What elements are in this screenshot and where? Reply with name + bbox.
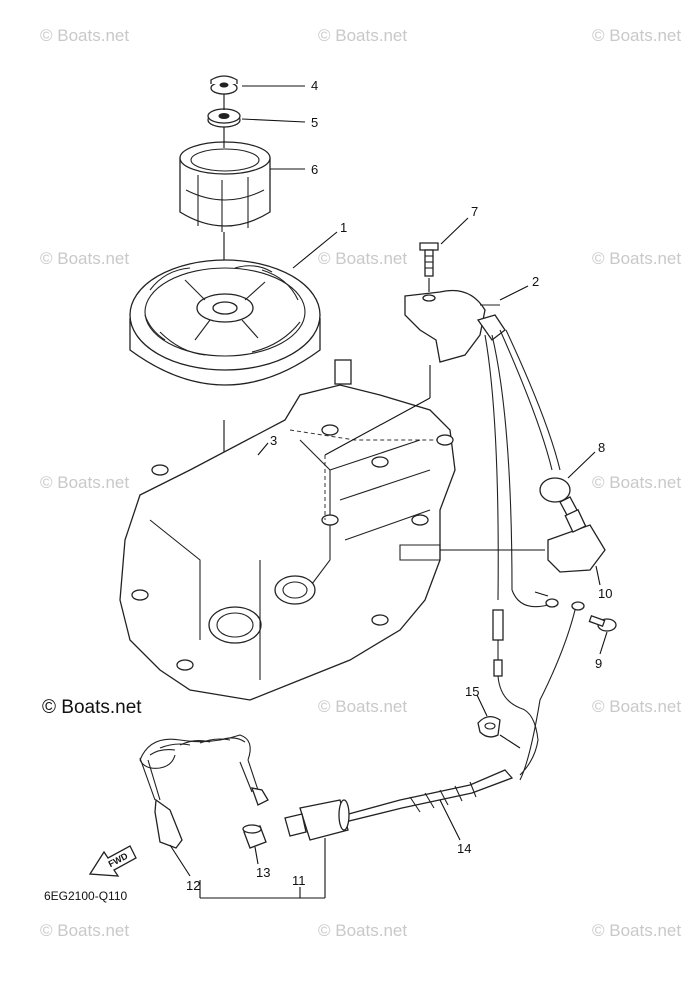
watermark: © Boats.net bbox=[592, 473, 682, 492]
part-2-ignition-coil[interactable] bbox=[404, 289, 506, 363]
watermark: © Boats.net bbox=[592, 921, 682, 940]
callout-4: 4 bbox=[311, 78, 318, 93]
part-15-clamp[interactable] bbox=[477, 716, 501, 738]
part-4-nut[interactable] bbox=[210, 75, 238, 95]
callout-10: 10 bbox=[598, 586, 612, 601]
part-7-bolt[interactable] bbox=[419, 242, 439, 277]
callout-2: 2 bbox=[532, 274, 539, 289]
watermark: © Boats.net bbox=[592, 249, 682, 268]
watermark: © Boats.net bbox=[592, 26, 682, 45]
callout-3: 3 bbox=[270, 433, 277, 448]
stop-switch bbox=[284, 799, 350, 841]
callout-6: 6 bbox=[311, 162, 318, 177]
part-code: 6EG2100-Q110 bbox=[44, 889, 128, 903]
part-13-cap[interactable] bbox=[242, 824, 267, 849]
watermark: © Boats.net bbox=[40, 473, 130, 492]
watermark: © Boats.net bbox=[318, 921, 408, 940]
watermark: © Boats.net bbox=[318, 249, 408, 268]
callout-11: 11 bbox=[292, 873, 306, 888]
part-6-pulley[interactable] bbox=[179, 141, 271, 232]
callout-5: 5 bbox=[311, 115, 318, 130]
part-9-screw[interactable] bbox=[588, 614, 617, 632]
engine-block bbox=[119, 359, 456, 701]
callout-13: 13 bbox=[256, 865, 270, 880]
watermark: © Boats.net bbox=[40, 249, 130, 268]
callout-9: 9 bbox=[595, 656, 602, 671]
part-14-cable[interactable] bbox=[344, 769, 514, 823]
watermark: © Boats.net bbox=[318, 697, 408, 716]
part-10-plug-cap[interactable] bbox=[547, 508, 606, 573]
part-5-washer[interactable] bbox=[207, 108, 241, 128]
watermark: © Boats.net bbox=[592, 697, 682, 716]
callout-8: 8 bbox=[598, 440, 605, 455]
callout-1: 1 bbox=[340, 220, 347, 235]
callout-12: 12 bbox=[186, 878, 200, 893]
copyright-text: © Boats.net bbox=[42, 697, 142, 718]
part-12-lanyard[interactable] bbox=[139, 734, 269, 849]
callout-14: 14 bbox=[457, 841, 471, 856]
watermark: © Boats.net bbox=[318, 26, 408, 45]
watermark: © Boats.net bbox=[40, 921, 130, 940]
part-1-flywheel[interactable] bbox=[129, 259, 321, 386]
callout-7: 7 bbox=[471, 204, 478, 219]
watermark: © Boats.net bbox=[40, 26, 130, 45]
callout-15: 15 bbox=[465, 684, 479, 699]
fwd-arrow-icon: FWD bbox=[88, 845, 137, 877]
